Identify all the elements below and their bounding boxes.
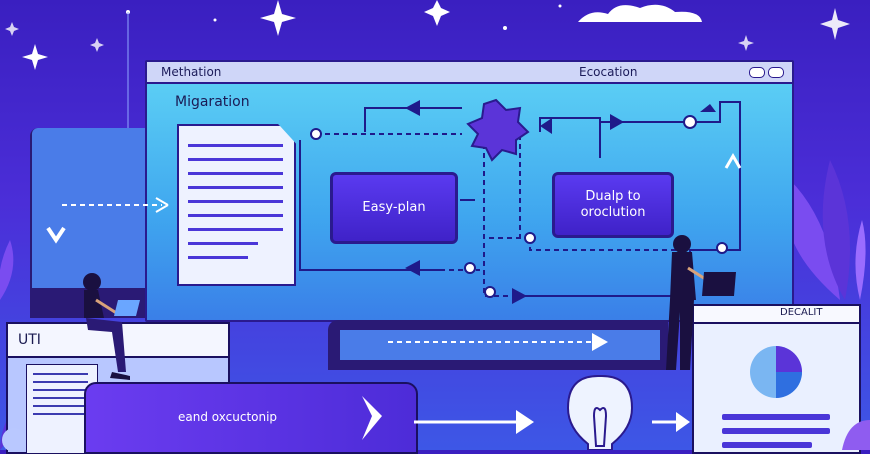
- person-standing-icon: [666, 235, 736, 370]
- pie-chart-icon: [750, 346, 802, 398]
- sparkle-icon: [5, 22, 19, 36]
- process-step-label: Easy-plan: [362, 200, 426, 215]
- arrow-left-icon: [405, 260, 420, 276]
- document-icon: [177, 124, 296, 286]
- left-panel-inner: [32, 128, 155, 288]
- arrow-right-icon: [610, 114, 624, 130]
- bottom-track-inner: [340, 330, 660, 360]
- window-title-right: Ecocation: [579, 65, 638, 79]
- leaf-icon: [0, 240, 14, 300]
- arrow-up-icon: [700, 104, 716, 112]
- process-step-label: oroclution: [580, 205, 646, 220]
- result-card[interactable]: DECALIT: [692, 304, 861, 454]
- window-control-icon[interactable]: [768, 67, 784, 78]
- arrow-right-icon: [512, 288, 527, 304]
- leaf-icon: [785, 180, 840, 300]
- sparkle-icon: [738, 35, 754, 51]
- result-card-title: DECALIT: [780, 307, 823, 318]
- sparkle-icon: [90, 38, 104, 52]
- window-title-left: Methation: [161, 65, 222, 79]
- chevron-down-icon: [46, 226, 66, 244]
- leaf-icon: [855, 220, 866, 300]
- process-step-label: Dualp to: [585, 189, 641, 204]
- gear-icon: [466, 98, 530, 162]
- arrow-right-icon: [676, 412, 690, 432]
- uti-card-title: UTI: [18, 332, 41, 348]
- arrow-right-icon: [516, 410, 534, 434]
- arrow-left-icon: [540, 118, 552, 134]
- lightbulb-icon: [566, 375, 634, 450]
- window-titlebar: Methation Ecocation: [147, 62, 792, 84]
- window-control-icon[interactable]: [749, 67, 765, 78]
- process-step-deploy[interactable]: Dualp to oroclution: [552, 172, 674, 238]
- arrow-right-icon: [155, 197, 169, 213]
- sparkle-icon: [820, 8, 850, 40]
- sparkle-icon: [22, 44, 48, 70]
- chevron-up-icon: [724, 153, 742, 169]
- chevron-right-icon: [362, 396, 382, 440]
- execution-button-label: eand oxcuctonip: [178, 410, 278, 424]
- execution-button[interactable]: eand oxcuctonip: [84, 382, 418, 454]
- result-card-header: DECALIT: [694, 306, 859, 324]
- process-step-easy-plan[interactable]: Easy-plan: [330, 172, 458, 244]
- arrow-right-icon: [592, 333, 608, 351]
- sparkle-icon: [424, 0, 450, 26]
- window-controls[interactable]: [746, 67, 784, 81]
- section-label: Migaration: [175, 94, 250, 110]
- leaf-icon: [822, 160, 850, 300]
- person-sitting-icon: [83, 273, 140, 380]
- sparkle-icon: [260, 0, 296, 36]
- cloud-icon: [578, 4, 702, 23]
- arrow-left-icon: [405, 100, 420, 116]
